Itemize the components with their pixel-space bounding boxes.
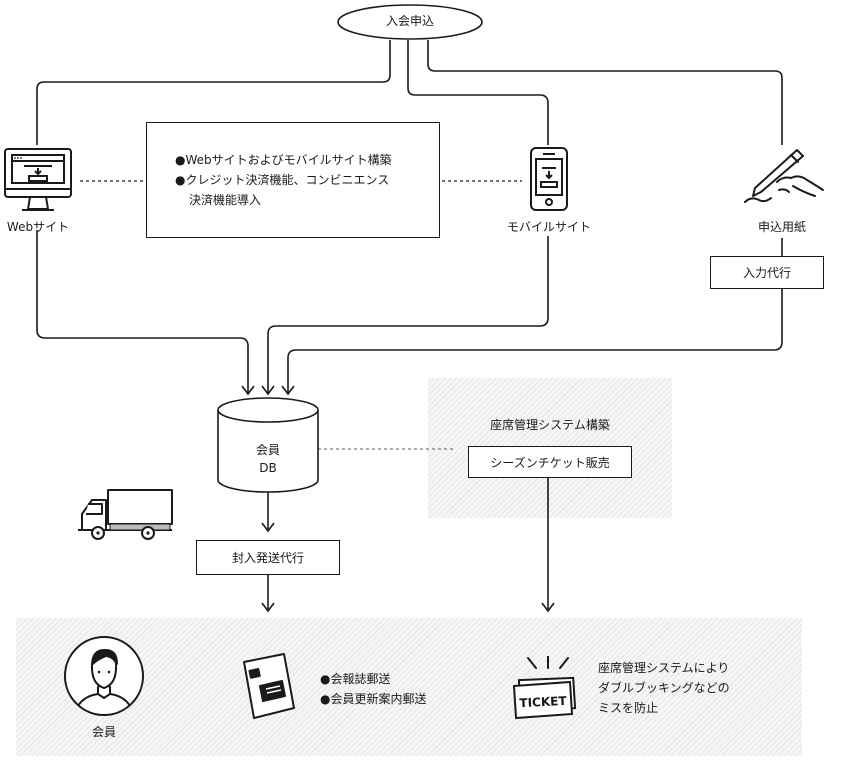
seat-benefit-line-1: 座席管理システムにより [598, 661, 730, 675]
ticket-icon: TICKET [512, 656, 577, 720]
enclosure-shipping-label: 封入発送代行 [231, 551, 304, 565]
input-agency-box: 入力代行 [710, 256, 824, 289]
services-box [146, 122, 440, 238]
person-icon [64, 636, 144, 716]
truck-icon [78, 489, 173, 540]
envelope-icon [243, 653, 295, 719]
pen-hand-icon [744, 149, 824, 203]
website-label: Webサイト [6, 220, 70, 234]
db-label-2: DB [259, 461, 277, 475]
seat-benefit-line-3: ミスを防止 [598, 701, 659, 715]
seat-system-title: 座席管理システム構築 [490, 418, 610, 432]
ticket-text: TICKET [519, 694, 568, 710]
db-label-1: 会員 [255, 443, 280, 457]
season-ticket-box: シーズンチケット販売 [468, 446, 632, 478]
seat-benefit-line-2: ダブルブッキングなどの [598, 681, 730, 695]
smartphone-icon [530, 147, 568, 211]
application-label: 入会申込 [385, 14, 434, 28]
season-ticket-label: シーズンチケット販売 [490, 455, 610, 470]
application-ellipse [337, 4, 483, 40]
mail-line-1: ●会報誌郵送 [320, 672, 391, 686]
input-agency-label: 入力代行 [742, 266, 791, 280]
services-line-1: ●Webサイトおよびモバイルサイト構築 [175, 153, 392, 167]
delivery-area [16, 618, 802, 756]
mail-line-2: ●会員更新案内郵送 [320, 692, 427, 706]
application-form-label: 申込用紙 [757, 220, 806, 234]
monitor-icon [4, 148, 72, 211]
mobile-site-label: モバイルサイト [506, 220, 591, 234]
member-db-cylinder [217, 397, 319, 493]
member-label: 会員 [91, 725, 116, 739]
enclosure-shipping-box: 封入発送代行 [196, 540, 340, 575]
services-line-3: 決済機能導入 [189, 193, 262, 207]
services-line-2: ●クレジット決済機能、コンビニエンス [175, 173, 390, 187]
